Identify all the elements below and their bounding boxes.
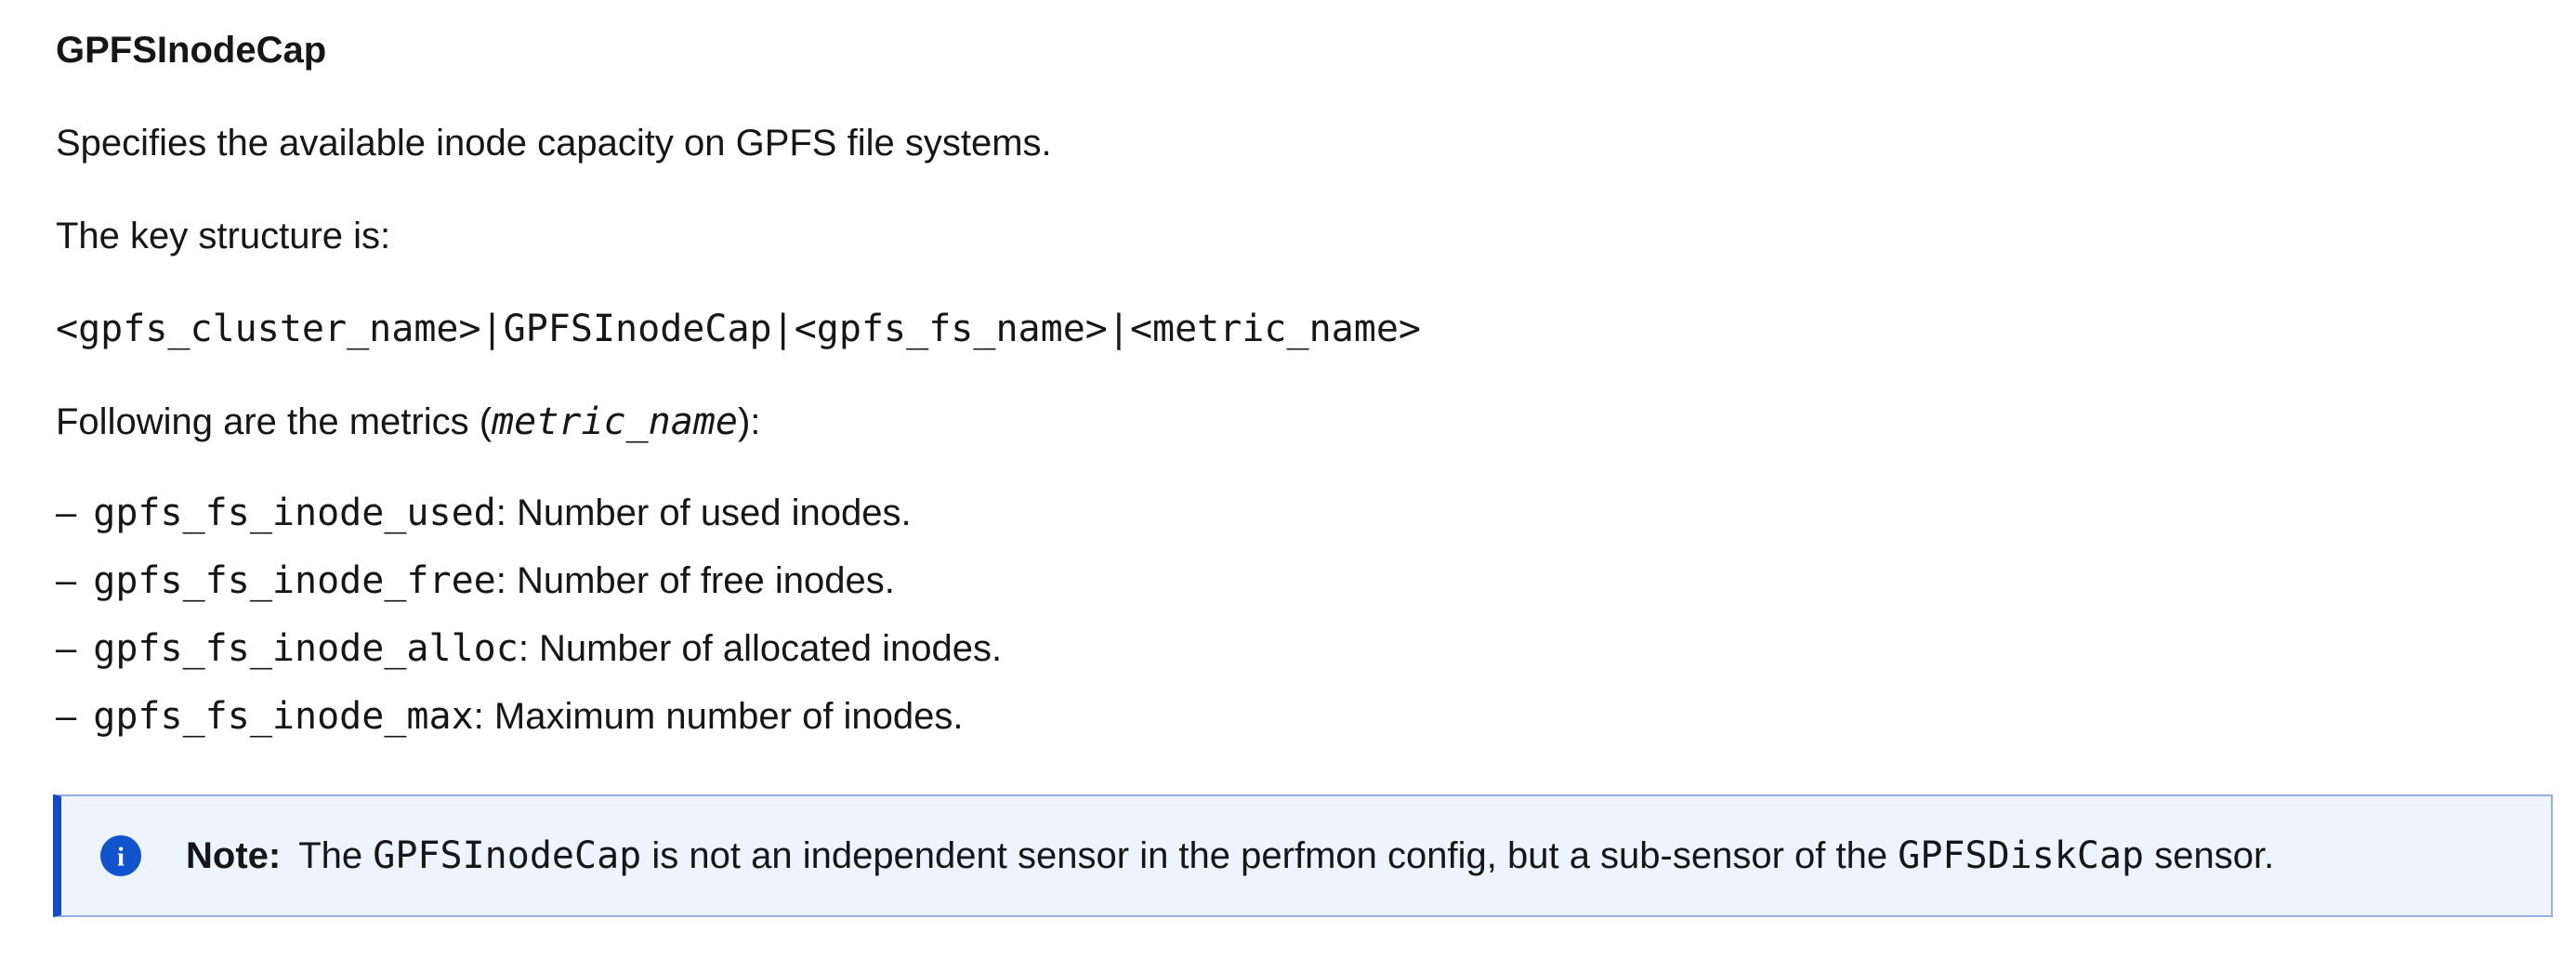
metric-description: : Number of used inodes. (495, 492, 912, 533)
note-text: Note: The GPFSInodeCap is not an independ… (186, 833, 2274, 878)
note-code-gpfsdiskcap: GPFSDiskCap (1898, 834, 2145, 877)
key-structure-label: The key structure is: (56, 216, 391, 256)
metrics-lead: Following are the metrics (metric_name): (56, 400, 2576, 444)
list-item: –gpfs_fs_inode_free: Number of free inod… (56, 558, 2576, 603)
bullet-dash: – (56, 696, 77, 737)
intro-paragraph: Specifies the available inode capacity o… (56, 123, 1052, 164)
page-title: GPFSInodeCap (56, 30, 327, 71)
metrics-lead-code: metric_name (492, 400, 738, 443)
note-text-mid: is not an independent sensor in the perf… (641, 835, 1899, 876)
metric-name: gpfs_fs_inode_alloc (93, 627, 519, 670)
note-text-post: sensor. (2144, 835, 2275, 876)
bullet-dash: – (56, 492, 77, 533)
metric-description: : Number of free inodes. (495, 560, 895, 601)
metrics-lead-pre: Following are the metrics ( (56, 401, 493, 442)
doc-page: GPFSInodeCap Specifies the available ino… (0, 28, 2576, 917)
note-callout: i Note: The GPFSInodeCap is not an indepe… (53, 794, 2553, 917)
list-item: –gpfs_fs_inode_used: Number of used inod… (56, 491, 2576, 535)
bullet-dash: – (56, 560, 77, 601)
key-structure-code: <gpfs_cluster_name>|GPFSInodeCap|<gpfs_f… (56, 308, 1422, 350)
note-code-gpfsinodecap: GPFSInodeCap (373, 834, 642, 877)
metric-description: : Number of allocated inodes. (518, 628, 1003, 669)
list-item: –gpfs_fs_inode_alloc: Number of allocate… (56, 626, 2576, 671)
svg-text:i: i (117, 842, 125, 872)
metric-description: : Maximum number of inodes. (473, 696, 964, 737)
metrics-list: –gpfs_fs_inode_used: Number of used inod… (56, 491, 2576, 739)
metric-name: gpfs_fs_inode_free (93, 559, 496, 602)
metrics-lead-post: ): (737, 401, 761, 442)
metric-name: gpfs_fs_inode_used (93, 492, 496, 534)
info-icon: i (100, 835, 141, 876)
bullet-dash: – (56, 628, 77, 669)
note-text-pre: The (298, 835, 374, 876)
metric-name: gpfs_fs_inode_max (93, 695, 474, 738)
note-label: Note: (186, 835, 282, 876)
list-item: –gpfs_fs_inode_max: Maximum number of in… (56, 694, 2576, 739)
